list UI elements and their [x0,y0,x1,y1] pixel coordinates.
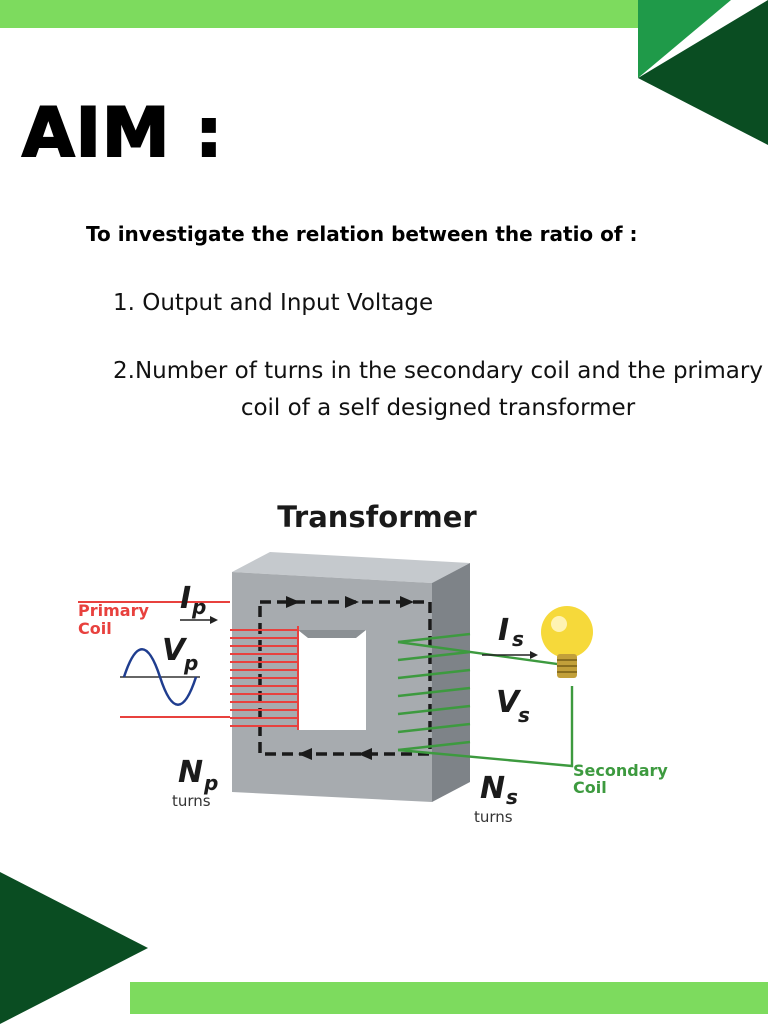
primary-turns-symbol: N [178,755,203,790]
primary-coil-label-1: Primary [78,601,149,620]
secondary-voltage-subscript: s [518,703,530,727]
primary-coil [78,601,299,730]
secondary-current-symbol: I [498,613,509,648]
secondary-current-subscript: s [512,627,524,651]
core-window-edge [298,630,366,638]
secondary-coil-label-2: Coil [573,778,607,797]
top-right-triangles [638,0,768,145]
secondary-turns-symbol: N [480,771,505,806]
flux-arrow-top-2 [345,596,359,608]
aim-item-1: 1. Output and Input Voltage [113,290,434,316]
primary-coil-label-2: Coil [78,619,112,638]
primary-voltage-symbol: V [162,633,188,668]
secondary-coil-label-1: Secondary [573,761,668,780]
transformer-diagram: Transformer [78,500,668,826]
primary-turns-word: turns [172,792,211,810]
flux-arrow-bottom-1 [298,748,312,760]
flux-arrow-bottom-2 [358,748,372,760]
top-green-bar [0,0,650,28]
flux-arrow-top-1 [286,596,300,608]
primary-voltage-subscript: p [183,651,198,675]
bottom-green-bar [130,982,768,1014]
secondary-voltage-symbol: V [496,685,522,720]
secondary-turns-subscript: s [506,785,518,809]
ac-source-icon [120,648,200,706]
diagram-title: Transformer [277,500,477,534]
intro-text: To investigate the relation between the … [86,222,638,246]
light-bulb-icon [541,606,593,678]
core-side-face [432,563,470,802]
secondary-turns-word: turns [474,808,513,826]
primary-current-subscript: p [191,595,206,619]
bottom-left-triangle [0,872,148,1024]
primary-current-symbol: I [180,581,191,616]
flux-arrow-top-3 [400,596,414,608]
core-top-face [232,552,470,583]
aim-item-2: 2.Number of turns in the secondary coil … [113,358,763,421]
page-title: AIM : [21,94,224,173]
primary-current-arrow [180,616,218,624]
secondary-current-arrow [482,651,538,659]
primary-turns-subscript: p [203,771,218,795]
